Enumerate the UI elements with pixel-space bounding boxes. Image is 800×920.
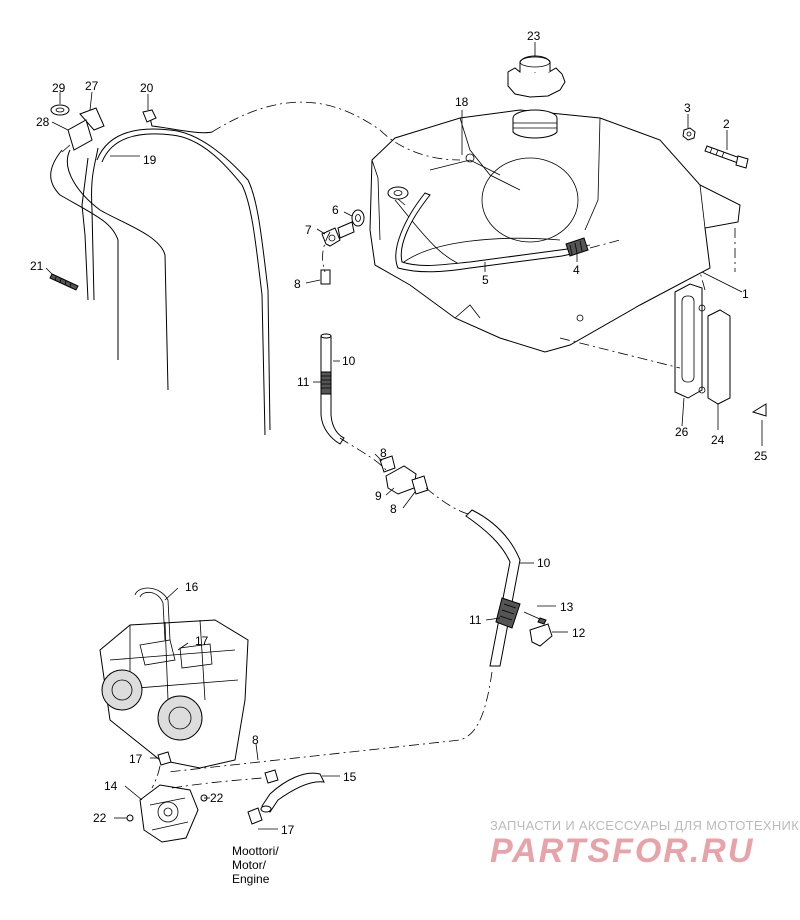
engine-label-line-3: Engine bbox=[232, 872, 270, 886]
callout-5: 5 bbox=[482, 273, 489, 287]
tank-vent-hose bbox=[395, 192, 589, 273]
callout-1: 1 bbox=[742, 287, 749, 301]
callout-6: 6 bbox=[332, 203, 339, 217]
grommet bbox=[387, 186, 409, 200]
connection-lines bbox=[151, 101, 736, 789]
callout-20: 20 bbox=[140, 81, 154, 95]
callout-8-valve-top: 8 bbox=[380, 446, 387, 460]
watermark-logo: PARTSFOR.RU bbox=[490, 832, 755, 870]
callout-14: 14 bbox=[104, 779, 118, 793]
fuel-tank bbox=[369, 109, 741, 353]
callout-8-engine: 8 bbox=[252, 733, 259, 747]
callout-12: 12 bbox=[572, 626, 586, 640]
callout-4: 4 bbox=[573, 263, 580, 277]
throttle-cable bbox=[96, 117, 271, 436]
callout-11-upper: 11 bbox=[297, 375, 310, 389]
callout-25: 25 bbox=[754, 449, 768, 463]
callout-13: 13 bbox=[560, 600, 574, 614]
engine-label: Moottori/ Motor/ Engine bbox=[232, 844, 279, 886]
callout-22-right: 22 bbox=[210, 791, 224, 805]
spring bbox=[49, 273, 79, 291]
callout-18: 18 bbox=[455, 95, 469, 109]
vent-line-upper bbox=[320, 269, 345, 445]
callout-19: 19 bbox=[143, 153, 157, 167]
tank-guard bbox=[674, 283, 731, 405]
bolt bbox=[704, 145, 749, 169]
callout-17-engine: 17 bbox=[195, 634, 209, 648]
callout-17-left: 17 bbox=[129, 752, 143, 766]
fuel-line bbox=[157, 751, 325, 825]
callout-3: 3 bbox=[684, 101, 691, 115]
cable-end bbox=[142, 109, 157, 123]
bracket bbox=[523, 611, 553, 647]
callout-11-lower: 11 bbox=[469, 613, 482, 627]
callout-29: 29 bbox=[52, 81, 66, 95]
vent-line-lower bbox=[465, 509, 521, 667]
vent-valve bbox=[321, 209, 365, 247]
nut bbox=[682, 127, 696, 141]
callout-8-valve-bottom: 8 bbox=[390, 502, 397, 516]
choke-cables bbox=[50, 147, 169, 391]
engine-label-line-2: Motor/ bbox=[232, 858, 267, 872]
callout-10-upper: 10 bbox=[342, 354, 356, 368]
callout-15: 15 bbox=[343, 770, 357, 784]
fuel-pump bbox=[126, 784, 208, 843]
check-valve bbox=[379, 455, 429, 495]
callout-10-lower: 10 bbox=[537, 556, 551, 570]
callout-27: 27 bbox=[85, 79, 99, 93]
callout-16: 16 bbox=[185, 580, 199, 594]
fuel-cap bbox=[507, 55, 566, 98]
callout-26: 26 bbox=[675, 425, 689, 439]
ring bbox=[50, 104, 70, 116]
engine-label-line-1: Moottori/ bbox=[232, 844, 279, 858]
choke-knob bbox=[61, 107, 105, 153]
callout-28: 28 bbox=[36, 115, 50, 129]
callout-17-bottom: 17 bbox=[281, 823, 295, 837]
callout-24: 24 bbox=[711, 433, 725, 447]
callout-7: 7 bbox=[305, 223, 312, 237]
callout-23: 23 bbox=[527, 29, 541, 43]
callout-9: 9 bbox=[375, 489, 382, 503]
clip bbox=[751, 403, 767, 417]
leader-lines bbox=[45, 42, 763, 830]
watermark-tagline: ЗАПЧАСТИ И АКСЕССУАРЫ ДЛЯ МОТОТЕХНИКИ bbox=[490, 818, 800, 833]
callout-22-left: 22 bbox=[93, 811, 107, 825]
engine bbox=[99, 587, 249, 769]
callout-8-upper: 8 bbox=[294, 277, 301, 291]
callout-21: 21 bbox=[30, 259, 44, 273]
callout-numbers: 1 2 3 4 5 6 7 8 10 11 8 9 8 10 11 13 12 … bbox=[30, 29, 768, 837]
callout-2: 2 bbox=[723, 117, 730, 131]
